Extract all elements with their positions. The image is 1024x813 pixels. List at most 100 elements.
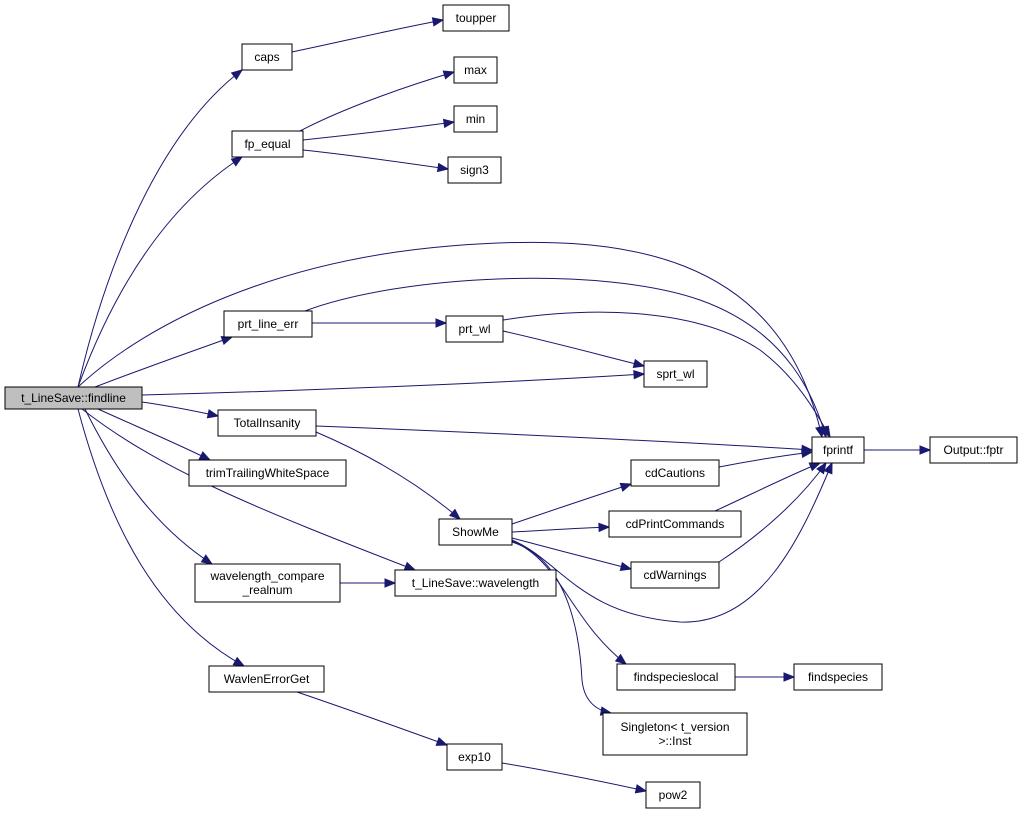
edge-line — [291, 19, 444, 53]
node-box[interactable] — [793, 663, 883, 691]
edge-line — [511, 540, 627, 665]
arrowhead-icon — [442, 118, 456, 129]
node-label: >::Inst — [658, 734, 692, 748]
node-box[interactable] — [217, 409, 317, 437]
node-min[interactable]: min — [453, 105, 498, 133]
node-box[interactable] — [442, 4, 510, 32]
node-label: wavelength_compare — [209, 569, 324, 583]
edge-findline-to-totalinsanity — [141, 401, 220, 419]
node-fp_equal[interactable]: fp_equal — [231, 130, 304, 158]
edge-caps-to-toupper — [291, 17, 445, 53]
edge-fp_equal-to-min — [302, 118, 456, 141]
edge-prt_wl-to-sprt_wl — [502, 330, 646, 369]
node-max[interactable]: max — [453, 56, 498, 84]
node-box[interactable] — [4, 386, 143, 410]
node-box[interactable] — [616, 663, 736, 691]
arrowhead-icon — [800, 448, 814, 459]
node-box[interactable] — [608, 510, 742, 538]
edge-showme-to-singleton — [511, 541, 613, 716]
node-box[interactable] — [188, 459, 347, 487]
arrowhead-icon — [230, 69, 244, 81]
node-showme[interactable]: ShowMe — [438, 518, 513, 546]
node-box[interactable] — [194, 563, 341, 603]
node-box[interactable] — [630, 561, 720, 589]
edge-line — [77, 408, 245, 667]
node-caps[interactable]: caps — [241, 43, 293, 71]
node-box[interactable] — [811, 436, 865, 464]
edge-line — [718, 462, 827, 563]
edge-showme-to-cdprintcommands — [511, 522, 611, 533]
arrowhead-icon — [435, 318, 448, 328]
arrowhead-icon — [431, 17, 445, 27]
node-label: sprt_wl — [656, 367, 694, 381]
node-wavelength[interactable]: t_LineSave::wavelength — [394, 569, 557, 597]
edge-line — [296, 691, 448, 746]
node-toupper[interactable]: toupper — [442, 4, 510, 32]
node-cdwarnings[interactable]: cdWarnings — [630, 561, 720, 589]
node-label: exp10 — [458, 750, 491, 764]
node-cdprintcommands[interactable]: cdPrintCommands — [608, 510, 742, 538]
edge-fp_equal-to-max — [299, 70, 456, 132]
node-prt_wl[interactable]: prt_wl — [445, 315, 504, 343]
edge-line — [81, 408, 416, 571]
node-box[interactable] — [645, 781, 701, 809]
arrowhead-icon — [816, 461, 827, 475]
node-label: Singleton< t_version — [620, 720, 729, 734]
edge-findline-to-wl_compare — [84, 408, 214, 565]
edge-showme-to-cdwarnings — [511, 537, 633, 572]
node-box[interactable] — [453, 105, 498, 133]
node-findline[interactable]: t_LineSave::findline — [4, 386, 143, 410]
node-output_fptr[interactable]: Output::fptr — [929, 436, 1018, 464]
edge-fprintf-to-output_fptr — [864, 445, 932, 455]
node-sign3[interactable]: sign3 — [447, 156, 502, 184]
node-exp10[interactable]: exp10 — [446, 743, 503, 771]
node-label: cdWarnings — [644, 568, 707, 582]
node-totalinsanity[interactable]: TotalInsanity — [217, 409, 317, 437]
edge-cdwarnings-to-fprintf — [718, 461, 827, 563]
arrowhead-icon — [820, 425, 831, 439]
edge-findline-to-prt_line_err — [94, 336, 234, 388]
node-box[interactable] — [438, 518, 513, 546]
node-singleton[interactable]: Singleton< t_version>::Inst — [602, 712, 748, 756]
edge-line — [511, 541, 612, 714]
node-box[interactable] — [223, 310, 313, 338]
edge-findline-to-trimtrailing — [97, 408, 212, 461]
node-label: max — [464, 63, 487, 77]
node-wavlenerrorget[interactable]: WavlenErrorGet — [208, 665, 325, 693]
edge-cdcautions-to-fprintf — [718, 448, 814, 468]
node-wl_compare[interactable]: wavelength_compare_realnum — [194, 563, 341, 603]
node-label: caps — [254, 50, 279, 64]
node-cdcautions[interactable]: cdCautions — [630, 459, 720, 487]
node-sprt_wl[interactable]: sprt_wl — [643, 360, 708, 388]
node-box[interactable] — [447, 156, 502, 184]
node-findspecies[interactable]: findspecies — [793, 663, 883, 691]
node-prt_line_err[interactable]: prt_line_err — [223, 310, 313, 338]
node-box[interactable] — [445, 315, 504, 343]
edge-line — [141, 373, 645, 396]
node-box[interactable] — [394, 569, 557, 597]
node-findspecieslocal[interactable]: findspecieslocal — [616, 663, 736, 691]
node-box[interactable] — [602, 712, 748, 756]
node-fprintf[interactable]: fprintf — [811, 436, 865, 464]
edge-exp10-to-pow2 — [501, 762, 648, 794]
edge-findspecieslocal-to-findspecies — [735, 672, 796, 682]
node-box[interactable] — [929, 436, 1018, 464]
edge-prt_line_err-to-fprintf — [304, 277, 828, 439]
node-box[interactable] — [231, 130, 304, 158]
node-box[interactable] — [643, 360, 708, 388]
node-trimtrailing[interactable]: trimTrailingWhiteSpace — [188, 459, 347, 487]
node-box[interactable] — [453, 56, 498, 84]
arrowhead-icon — [633, 369, 646, 380]
arrowhead-icon — [230, 156, 244, 167]
node-box[interactable] — [630, 459, 720, 487]
edge-line — [141, 401, 219, 417]
edge-totalinsanity-to-showme — [315, 431, 462, 520]
edge-line — [77, 241, 823, 438]
node-pow2[interactable]: pow2 — [645, 781, 701, 809]
node-box[interactable] — [208, 665, 325, 693]
edge-findline-to-caps — [77, 69, 244, 388]
node-box[interactable] — [446, 743, 503, 771]
node-box[interactable] — [241, 43, 293, 71]
edge-line — [511, 462, 833, 623]
